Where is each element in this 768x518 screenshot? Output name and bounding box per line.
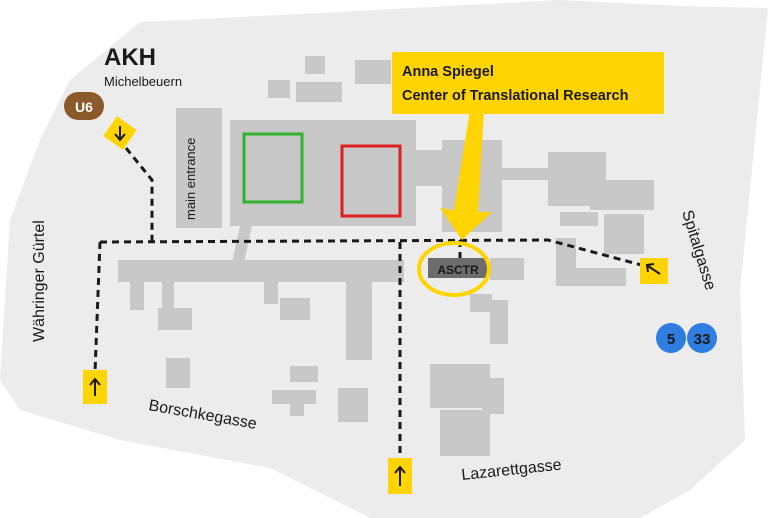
entrance-marker-u6 bbox=[103, 116, 137, 150]
red-highlight-building bbox=[340, 144, 402, 218]
callout-arrow bbox=[440, 110, 492, 240]
u6-label: U6 bbox=[75, 99, 93, 115]
entrance-marker-east bbox=[640, 258, 668, 284]
asctr-ring bbox=[417, 241, 491, 297]
street-west-label: Währinger Gürtel bbox=[31, 220, 48, 342]
tram-stop-5 bbox=[656, 323, 686, 353]
callout-subtitle: Center of Translational Research bbox=[402, 88, 628, 104]
entrance-marker-west bbox=[83, 370, 107, 404]
main-entrance-label: main entrance bbox=[183, 138, 198, 220]
asctr-label: ASCTR bbox=[437, 263, 479, 277]
entrance-marker-south bbox=[388, 458, 412, 494]
site-title: AKH bbox=[104, 44, 156, 71]
callout-title: Anna Spiegel bbox=[402, 64, 494, 80]
asctr-building bbox=[428, 258, 488, 278]
tram-stop-5-label: 5 bbox=[667, 331, 675, 348]
site-subtitle: Michelbeuern bbox=[104, 74, 182, 89]
u6-badge bbox=[64, 92, 104, 120]
callout-box bbox=[392, 52, 664, 114]
building-blocks bbox=[118, 56, 654, 456]
walking-routes bbox=[93, 147, 661, 460]
tram-stop-33 bbox=[687, 323, 717, 353]
green-highlight-building bbox=[242, 132, 304, 204]
tram-stop-33-label: 33 bbox=[694, 331, 711, 348]
